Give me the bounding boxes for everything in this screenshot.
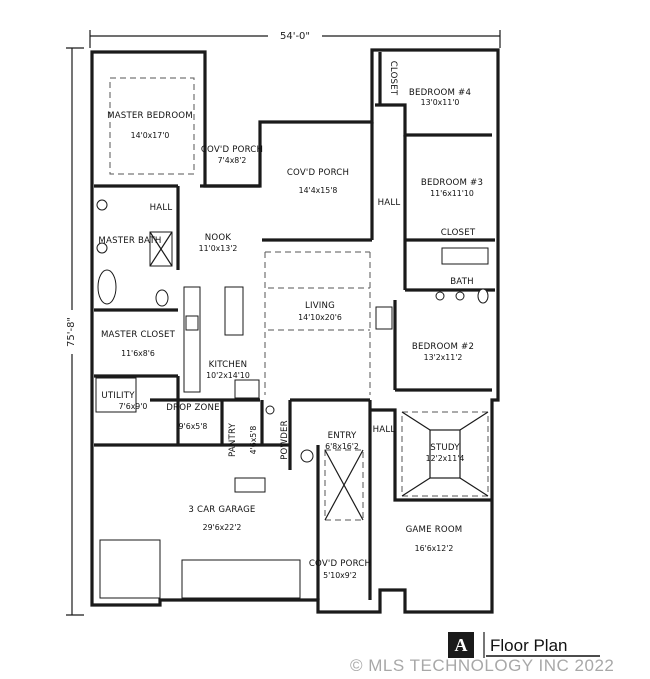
ceiling-lines <box>109 77 489 521</box>
garage-door-right <box>181 559 301 599</box>
fixtures <box>95 199 489 599</box>
covd-porch-small-dims: 7'4x8'2 <box>218 156 247 165</box>
utility-name: UTILITY <box>101 391 135 401</box>
watermark: © MLS TECHNOLOGY INC 2022 <box>350 656 614 675</box>
water-heater-icon <box>300 449 314 463</box>
fireplace-icon <box>375 306 393 330</box>
covd-porch-large-dims: 14'4x15'8 <box>299 186 338 195</box>
entry-name: ENTRY <box>328 431 357 441</box>
bath-name: BATH <box>450 277 474 287</box>
master-closet-name: MASTER CLOSET <box>101 330 176 340</box>
powder-name: POWDER <box>280 420 290 460</box>
stove-icon <box>185 315 199 331</box>
sink-icon <box>265 405 275 415</box>
sink-icon <box>455 291 465 301</box>
utility-dims: 7'6x9'0 <box>119 402 148 411</box>
washer-dryer-icon <box>95 377 137 413</box>
drop-zone-name: DROP ZONE <box>166 403 220 413</box>
hall-entry-name: HALL <box>373 425 396 435</box>
garage-name: 3 CAR GARAGE <box>188 505 255 515</box>
study-dims: 12'2x11'4 <box>426 454 465 463</box>
garage-door-left <box>99 539 161 599</box>
refrigerator-icon <box>234 379 260 399</box>
title-block: A Floor Plan <box>448 632 600 658</box>
sink-icon <box>96 242 108 254</box>
tub-icon <box>441 247 489 265</box>
overall-depth-dimension: 75'-8" <box>64 47 84 616</box>
game-room-name: GAME ROOM <box>406 525 463 535</box>
tub-icon <box>97 269 117 305</box>
toilet-icon <box>155 289 169 307</box>
master-bath-name: MASTER BATH <box>98 236 161 246</box>
logo-letter: A <box>455 635 468 655</box>
bedroom3-dims: 11'6x11'10 <box>430 189 474 198</box>
kitchen-name: KITCHEN <box>209 360 248 370</box>
pantry-name: PANTRY <box>228 422 238 457</box>
covd-porch-large-name: COV'D PORCH <box>287 168 349 178</box>
interior-walls <box>94 52 495 600</box>
kitchen-island <box>224 286 244 336</box>
overall-width-dimension: 54'-0" <box>89 29 501 48</box>
garage-dims: 29'6x22'2 <box>203 523 242 532</box>
covd-porch-front-name: COV'D PORCH <box>309 559 371 569</box>
study-name: STUDY <box>430 443 460 453</box>
master-closet-dims: 11'6x8'6 <box>121 349 155 358</box>
bedroom4-dims: 13'0x11'0 <box>421 98 460 107</box>
hall-right-name: HALL <box>378 198 401 208</box>
kitchen-counter <box>183 286 201 393</box>
sink-icon <box>96 199 108 211</box>
pantry-dims: 4'6x5'8 <box>249 426 258 455</box>
svg-text:MASTER BEDROOM: MASTER BEDROOM <box>107 111 193 121</box>
floor-plan-title: Floor Plan <box>490 636 567 655</box>
bedroom3-name: BEDROOM #3 <box>421 178 483 188</box>
bedroom2-name: BEDROOM #2 <box>412 342 474 352</box>
closet-top-name: CLOSET <box>388 61 398 96</box>
kitchen-dims: 10'2x14'10 <box>206 371 250 380</box>
covd-porch-small-name: COV'D PORCH <box>201 145 263 155</box>
sink-icon <box>435 291 445 301</box>
logo-mark <box>448 632 474 658</box>
hall-left-name: HALL <box>150 203 173 213</box>
overall-width-label: 54'-0" <box>280 31 310 42</box>
living-name: LIVING <box>305 301 335 311</box>
nook-name: NOOK <box>205 233 232 243</box>
exterior-wall <box>90 48 500 614</box>
master-bedroom-dims: 14'0x17'0 <box>131 131 170 140</box>
game-room-dims: 16'6x12'2 <box>415 544 454 553</box>
master-bedroom-name: MASTER BEDROOM <box>107 111 193 121</box>
living-dims: 14'10x20'6 <box>298 313 342 322</box>
nook-dims: 11'0x13'2 <box>199 244 238 253</box>
covd-porch-front-dims: 5'10x9'2 <box>323 571 357 580</box>
toilet-icon <box>477 288 489 304</box>
overall-depth-label: 75'-8" <box>66 317 77 347</box>
garage-fixture <box>234 477 266 493</box>
bedroom2-dims: 13'2x11'2 <box>424 353 463 362</box>
room-labels: MASTER BEDROOM 14'0x17'0 COV'D PORCH 7'4… <box>98 61 483 580</box>
closet-b3-name: CLOSET <box>441 228 476 238</box>
bedroom4-name: BEDROOM #4 <box>409 88 471 98</box>
drop-zone-dims: 9'6x5'8 <box>179 422 208 431</box>
entry-dims: 6'8x16'2 <box>325 442 359 451</box>
